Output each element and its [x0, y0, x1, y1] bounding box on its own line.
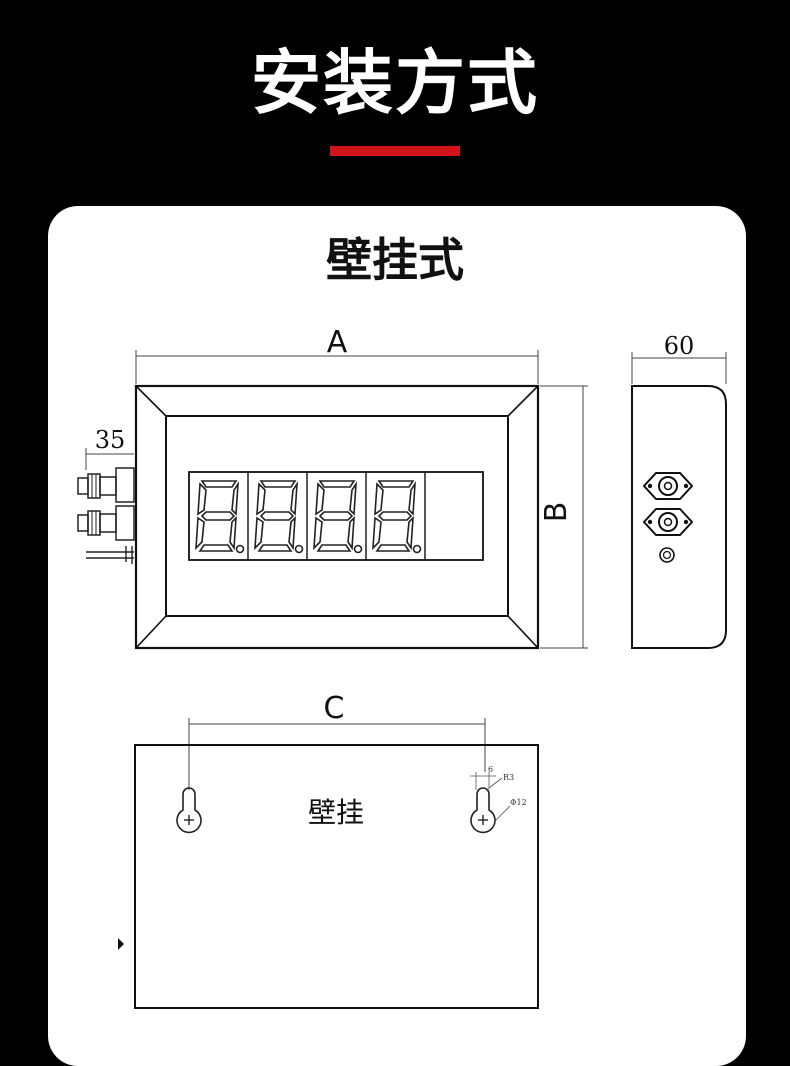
card-title: 壁挂式 [326, 233, 464, 287]
seven-segment-digit [372, 480, 422, 554]
hole-diameter-label: Φ12 [510, 798, 527, 807]
pointer-marker [118, 938, 124, 950]
installation-drawing: A B 35 [77, 325, 727, 1009]
mount-type-label: 壁挂 [308, 796, 364, 829]
dimension-c-label: C [324, 691, 345, 726]
slot-width-label: 6 [488, 765, 493, 774]
power-cable [86, 546, 134, 564]
back-view: C 6 R3 Φ12 壁挂 [118, 691, 539, 1009]
connector-socket [642, 472, 694, 500]
side-view: 60 [631, 332, 727, 649]
seven-segment-digit [254, 480, 304, 554]
dimension-a-label: A [327, 325, 348, 360]
dimension-b-label: B [539, 502, 574, 523]
seven-segment-digit [195, 480, 245, 554]
cable-gland [659, 547, 675, 563]
front-view: A B 35 [77, 325, 588, 650]
keyhole-slot [176, 787, 202, 834]
keyhole-slot [470, 787, 496, 834]
cable-connector [77, 467, 135, 503]
dimension-depth-label: 60 [664, 332, 695, 360]
connector-dimension-label: 35 [95, 426, 126, 454]
page-title: 安装方式 [251, 42, 539, 124]
title-underline [330, 146, 460, 156]
connector-socket [642, 508, 694, 536]
slot-radius-label: R3 [503, 773, 514, 782]
cable-connector [77, 505, 135, 541]
diagram-card [48, 206, 746, 1066]
seven-segment-digit [313, 480, 363, 554]
